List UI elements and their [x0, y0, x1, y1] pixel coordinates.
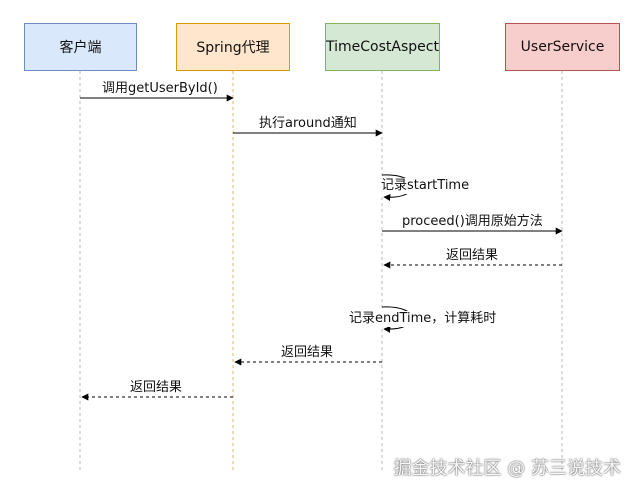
message-label-return-2: 返回结果	[279, 345, 336, 361]
message-label-proceed: proceed()调用原始方法	[400, 214, 545, 230]
participant-proxy: Spring代理	[176, 23, 290, 71]
message-label-starttime: 记录startTime	[379, 178, 472, 194]
participant-client: 客户端	[24, 23, 137, 71]
participant-service-label: UserService	[520, 39, 605, 55]
message-label-call: 调用getUserById()	[100, 81, 220, 97]
participant-aspect-label: TimeCostAspect	[326, 39, 439, 55]
participant-proxy-label: Spring代理	[196, 40, 270, 56]
message-label-around: 执行around通知	[257, 116, 359, 132]
message-label-return-1: 返回结果	[444, 248, 501, 264]
message-label-return-3: 返回结果	[128, 380, 185, 396]
participant-client-label: 客户端	[59, 40, 102, 56]
participant-service: UserService	[505, 23, 620, 71]
watermark: 掘金技术社区 @ 苏三说技术	[393, 458, 621, 479]
participant-aspect: TimeCostAspect	[325, 23, 440, 71]
message-label-endtime: 记录endTime，计算耗时	[347, 311, 499, 327]
